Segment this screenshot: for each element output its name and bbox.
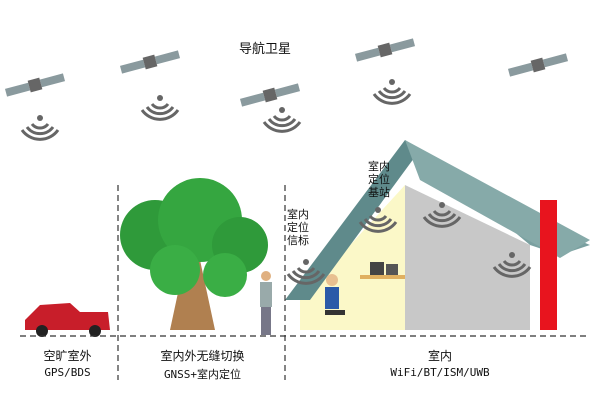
- tree: [120, 178, 268, 330]
- zone-outdoor-tech: GPS/BDS: [44, 366, 91, 379]
- car: [25, 303, 110, 337]
- zone-transition-tech: GNSS+室内定位: [163, 368, 242, 381]
- title-navigation-satellites: 导航卫星: [238, 42, 291, 57]
- label-base-station: 室内定位基站: [368, 160, 390, 199]
- chimney: [540, 200, 557, 330]
- label-beacon: 室内定位信标: [287, 208, 309, 247]
- house: [285, 140, 590, 330]
- satellite-signals: [20, 77, 412, 141]
- person: [260, 271, 272, 335]
- zone-indoor-name: 室内: [427, 349, 452, 363]
- zone-indoor-tech: WiFi/BT/ISM/UWB: [390, 366, 490, 379]
- zone-outdoor-name: 空旷室外: [43, 349, 92, 363]
- zone-transition-name: 室内外无缝切换: [160, 349, 245, 363]
